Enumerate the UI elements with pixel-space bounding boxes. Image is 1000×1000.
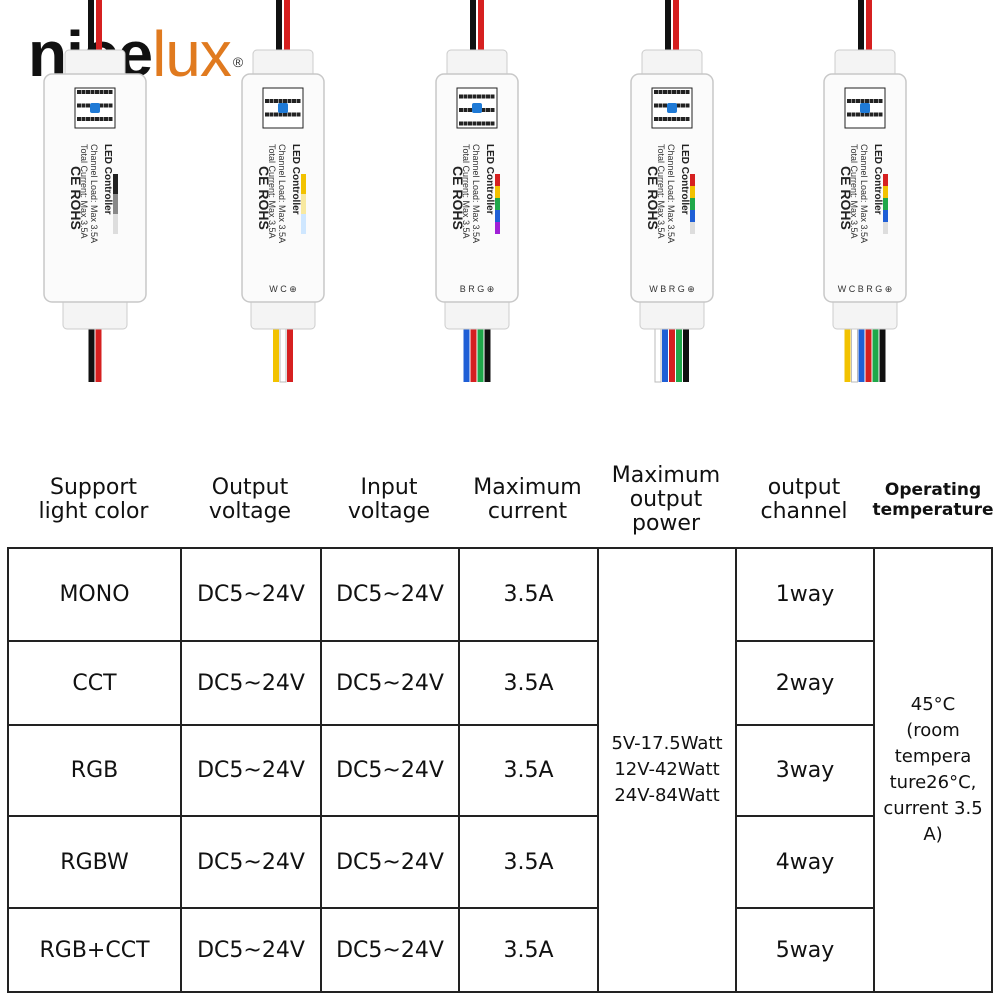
brand-logo-part2: lux [152,18,232,90]
output-wire [95,320,102,382]
svg-text:LED Controller: LED Controller [102,144,113,215]
table-cell: 3way [735,724,875,817]
table-cell: DC5~24V [320,547,460,642]
svg-text:CE ROHS: CE ROHS [450,166,466,230]
svg-text:W C B R G ⊕: W C B R G ⊕ [838,284,893,294]
svg-text:LED Controller: LED Controller [679,144,690,215]
table-cell: CCT [7,640,182,726]
table-cell: 1way [735,547,875,642]
output-wire [683,320,689,382]
svg-text:W B R G ⊕: W B R G ⊕ [649,284,695,294]
svg-text:CE ROHS: CE ROHS [68,166,84,230]
svg-text:CE ROHS: CE ROHS [838,166,854,230]
table-cell: DC5~24V [320,815,460,909]
table-cell: 2way [735,640,875,726]
output-wire [879,320,886,382]
table-cell: DC5~24V [180,640,322,726]
table-cell: 3.5A [458,815,599,909]
svg-text:LED Controller: LED Controller [872,144,883,215]
output-wire [88,320,95,382]
output-wire [484,320,491,382]
svg-text:CE ROHS: CE ROHS [645,166,661,230]
output-wire [865,320,872,382]
table-cell: 3.5A [458,547,599,642]
svg-text:Channel Load: Max 3.5A: Channel Load: Max 3.5A [859,144,869,243]
table-cell: 3.5A [458,640,599,726]
svg-text:CE ROHS: CE ROHS [256,166,272,230]
table-cell: RGB+CCT [7,907,182,993]
table-cell: DC5~24V [320,640,460,726]
svg-text:Total Current: Max 3.5A: Total Current: Max 3.5A [267,144,277,239]
svg-text:LED Controller: LED Controller [484,144,495,215]
svg-text:B R G ⊕: B R G ⊕ [460,284,495,294]
svg-text:LED Controller: LED Controller [290,144,301,215]
output-wire [662,320,668,382]
table-cell: RGBW [7,815,182,909]
table-cell: DC5~24V [180,547,322,642]
svg-text:Channel Load: Max 3.5A: Channel Load: Max 3.5A [89,144,99,243]
output-wire [669,320,675,382]
svg-text:Channel Load: Max 3.5A: Channel Load: Max 3.5A [471,144,481,243]
output-wire [676,320,682,382]
table-cell: DC5~24V [180,907,322,993]
output-wire [477,320,484,382]
svg-text:Total Current: Max 3.5A: Total Current: Max 3.5A [849,144,859,239]
table-cell: DC5~24V [180,815,322,909]
svg-text:W C ⊕: W C ⊕ [269,284,297,294]
output-wire [273,320,279,382]
output-wire [844,320,851,382]
table-cell: DC5~24V [180,724,322,817]
table-cell: DC5~24V [320,907,460,993]
table-cell: RGB [7,724,182,817]
svg-text:Total Current: Max 3.5A: Total Current: Max 3.5A [79,144,89,239]
table-cell: 4way [735,815,875,909]
output-wire [287,320,293,382]
output-wire [470,320,477,382]
output-wire [463,320,470,382]
svg-text:Channel Load: Max 3.5A: Channel Load: Max 3.5A [277,144,287,243]
table-cell: MONO [7,547,182,642]
table-cell: 3.5A [458,724,599,817]
output-wire [872,320,879,382]
output-wire [858,320,865,382]
table-cell: 3.5A [458,907,599,993]
svg-text:Channel Load: Max 3.5A: Channel Load: Max 3.5A [666,144,676,243]
brand-registered-mark: ® [232,54,243,70]
svg-text:Total Current: Max 3.5A: Total Current: Max 3.5A [461,144,471,239]
svg-text:Total Current: Max 3.5A: Total Current: Max 3.5A [656,144,666,239]
table-cell: DC5~24V [320,724,460,817]
table-cell: 5way [735,907,875,993]
